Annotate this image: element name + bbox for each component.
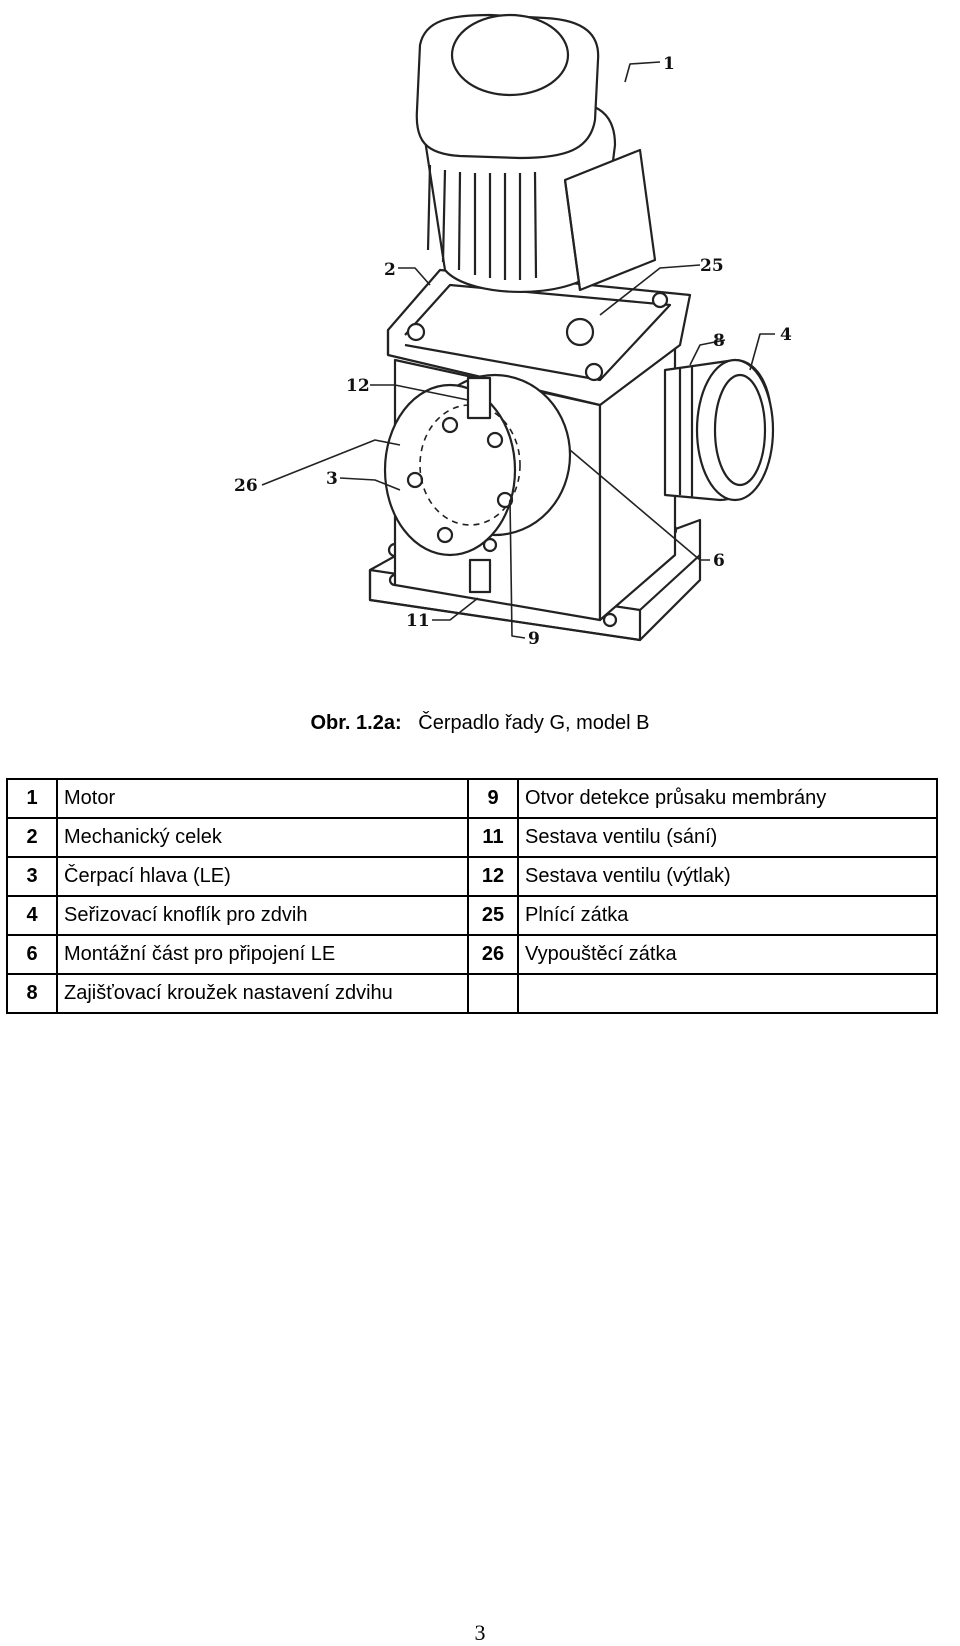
motor (415, 13, 657, 293)
caption-text: Čerpadlo řady G, model B (418, 712, 650, 734)
part-number (467, 973, 519, 1014)
part-description: Sestava ventilu (sání) (517, 817, 938, 858)
stroke-knob (663, 358, 775, 502)
callout-4: 4 (780, 325, 792, 345)
leader-lines (261, 61, 775, 639)
callout-11: 11 (406, 611, 430, 631)
callout-9: 9 (528, 629, 540, 649)
callout-labels: 1 2 25 8 4 12 26 3 6 11 9 (234, 54, 792, 649)
table-row: 2 Mechanický celek 11 Sestava ventilu (s… (6, 817, 938, 858)
part-description: Sestava ventilu (výtlak) (517, 856, 938, 897)
part-number: 11 (467, 817, 519, 858)
callout-8: 8 (713, 331, 725, 351)
part-description (517, 973, 938, 1014)
part-number: 9 (467, 778, 519, 819)
table-row: 8 Zajišťovací kroužek nastavení zdvihu (6, 973, 938, 1014)
part-description: Montážní část pro připojení LE (56, 934, 469, 975)
table-row: 4 Seřizovací knoflík pro zdvih 25 Plnící… (6, 895, 938, 936)
part-number: 3 (6, 856, 58, 897)
part-number: 8 (6, 973, 58, 1014)
parts-legend-table: 1 Motor 9 Otvor detekce průsaku membrány… (6, 778, 938, 1014)
table-row: 1 Motor 9 Otvor detekce průsaku membrány (6, 778, 938, 819)
part-number: 12 (467, 856, 519, 897)
part-description: Motor (56, 778, 469, 819)
callout-25: 25 (700, 256, 724, 276)
part-number: 2 (6, 817, 58, 858)
table-row: 3 Čerpací hlava (LE) 12 Sestava ventilu … (6, 856, 938, 897)
callout-26: 26 (234, 476, 258, 496)
figure-caption: Obr. 1.2a: Čerpadlo řady G, model B (0, 712, 960, 735)
callout-6: 6 (713, 551, 725, 571)
part-description: Seřizovací knoflík pro zdvih (56, 895, 469, 936)
part-description: Mechanický celek (56, 817, 469, 858)
pump-head (383, 373, 572, 594)
pump-drawing: 1 2 25 8 4 12 26 3 6 11 9 (0, 0, 960, 680)
part-number: 6 (6, 934, 58, 975)
part-description: Zajišťovací kroužek nastavení zdvihu (56, 973, 469, 1014)
page-number: 3 (474, 1620, 486, 1645)
part-number: 4 (6, 895, 58, 936)
part-description: Plnící zátka (517, 895, 938, 936)
part-number: 26 (467, 934, 519, 975)
callout-12: 12 (346, 376, 370, 396)
caption-number: Obr. 1.2a: (310, 712, 402, 734)
part-description: Čerpací hlava (LE) (56, 856, 469, 897)
part-number: 1 (6, 778, 58, 819)
callout-3: 3 (326, 469, 338, 489)
table-row: 6 Montážní část pro připojení LE 26 Vypo… (6, 934, 938, 975)
part-description: Otvor detekce průsaku membrány (517, 778, 938, 819)
part-description: Vypouštěcí zátka (517, 934, 938, 975)
callout-1: 1 (663, 54, 675, 74)
callout-2: 2 (384, 260, 396, 280)
part-number: 25 (467, 895, 519, 936)
